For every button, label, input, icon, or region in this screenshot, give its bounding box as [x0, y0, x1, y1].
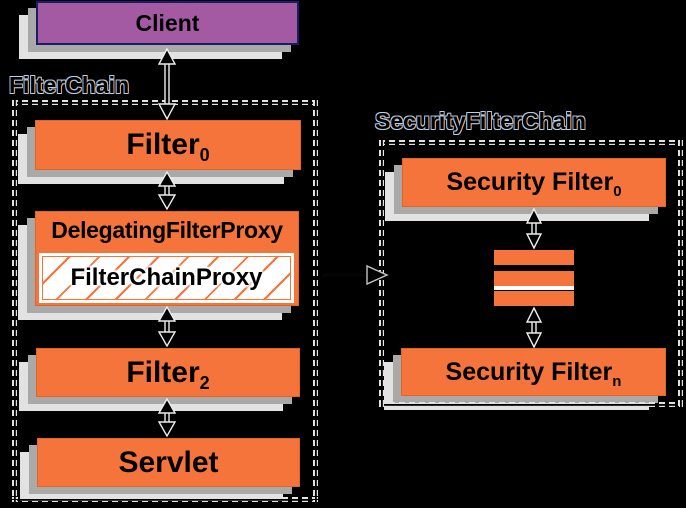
- delegating-filter-proxy-box: DelegatingFilterProxy FilterChainProxy: [35, 211, 299, 306]
- dashed-border-top: [379, 140, 683, 145]
- client-label: Client: [135, 9, 200, 36]
- dashed-border-left: [12, 100, 17, 502]
- filter0-label: Filter0: [126, 128, 210, 165]
- servlet-node: Servlet: [20, 438, 300, 501]
- ellipsis-bar: [494, 271, 574, 286]
- ellipsis-bar-divider: [494, 286, 574, 290]
- double-arrow-client-filter0: [157, 47, 177, 121]
- security-filtern-box: Security Filtern: [401, 348, 666, 396]
- client-node: Client: [19, 1, 299, 59]
- filter0-node: Filter0: [18, 120, 301, 184]
- security-filter0-node: Security Filter0: [385, 158, 666, 221]
- client-box: Client: [36, 1, 299, 45]
- security-filter0-box: Security Filter0: [402, 158, 666, 207]
- ellipsis-bar: [494, 291, 574, 306]
- servlet-label: Servlet: [118, 445, 219, 479]
- filter2-box: Filter2: [36, 348, 300, 397]
- double-arrow-ellipsis-securityfiltern: [525, 306, 543, 349]
- security-filtern-label: Security Filtern: [445, 357, 622, 390]
- delegating-filter-proxy-label: DelegatingFilterProxy: [51, 217, 283, 243]
- ellipsis-bars-icon: [494, 250, 574, 306]
- security-filter0-label: Security Filter0: [446, 168, 622, 200]
- filter2-label: Filter2: [126, 355, 210, 393]
- dashed-border-right: [678, 140, 683, 407]
- delegating-filter-proxy-node: DelegatingFilterProxy FilterChainProxy: [18, 211, 299, 320]
- security-filtern-node: Security Filtern: [384, 348, 666, 410]
- filter-chain-proxy-label: FilterChainProxy: [70, 264, 263, 291]
- filter-chain-proxy-box: FilterChainProxy: [39, 253, 294, 303]
- delegation-arrow-filterchainproxy-securityfilterchain: [322, 264, 389, 286]
- dashed-border-top: [12, 100, 318, 105]
- servlet-box: Servlet: [37, 438, 300, 487]
- filter2-node: Filter2: [19, 348, 300, 411]
- filter-chain-group-label: FilterChain: [9, 72, 130, 98]
- filter0-box: Filter0: [35, 120, 301, 170]
- dashed-border-right: [313, 100, 318, 502]
- security-filter-chain-group-label: SecurityFilterChain: [375, 108, 586, 134]
- ellipsis-bar: [494, 250, 574, 265]
